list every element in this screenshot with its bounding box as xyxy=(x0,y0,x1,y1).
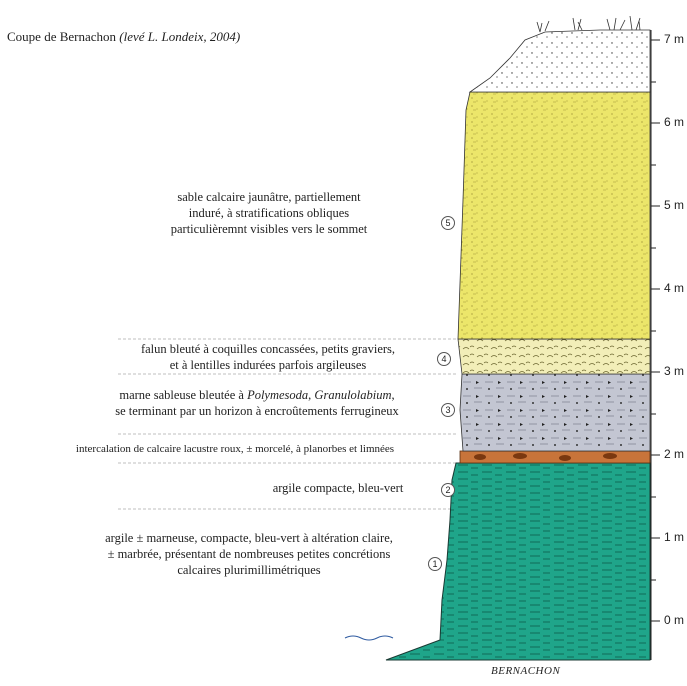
unit-4-number: 4 xyxy=(437,352,451,366)
unit-4-line: falun bleuté à coquilles concassées, pet… xyxy=(140,342,396,356)
unit-2-number: 2 xyxy=(441,483,455,497)
limestone-nodules xyxy=(474,453,617,461)
unit-5-line: sable calcaire jaunâtre, partiellement xyxy=(177,190,361,204)
unit-3-text: , xyxy=(391,388,395,402)
figure-caption: BERNACHON xyxy=(491,665,561,677)
layer-clay xyxy=(385,462,651,661)
unit-3-number: 3 xyxy=(441,403,455,417)
title-main: Coupe de Bernachon xyxy=(7,29,117,44)
scale-label-3: 3 m xyxy=(664,364,685,378)
unit-1-line: ± marbrée, présentant de nombreuses peti… xyxy=(107,547,391,561)
unit-2-line: argile compacte, bleu-vert xyxy=(272,481,404,495)
scale-label-1: 1 m xyxy=(664,530,685,544)
unit-3-text: marne sableuse bleutée à xyxy=(119,388,248,402)
layer-limestone xyxy=(459,450,651,464)
unit-3-line: se terminant par un horizon à encroûteme… xyxy=(115,404,399,418)
unit-5-number: 5 xyxy=(441,216,455,230)
scale-label-2: 2 m xyxy=(664,447,685,461)
unit-3-text: , xyxy=(308,388,315,402)
layer-marl xyxy=(459,373,651,452)
unit-5-line: particulièremnt visibles vers le sommet xyxy=(170,222,368,236)
unit-3-taxon: Granulolabium xyxy=(314,388,392,402)
intercalation-line: intercalation de calcaire lacustre roux,… xyxy=(75,443,395,455)
scale-ticks xyxy=(651,39,660,622)
scale-label-7: 7 m xyxy=(664,32,685,46)
layer-falun xyxy=(457,338,651,375)
vegetation-icon xyxy=(536,15,641,33)
scale-label-4: 4 m xyxy=(664,281,685,295)
unit-1-line: calcaires plurimillimétriques xyxy=(177,563,321,577)
scale-label-0: 0 m xyxy=(664,613,685,627)
unit-3-taxon: Polymesoda xyxy=(247,388,309,402)
intercalation-description: intercalation de calcaire lacustre roux,… xyxy=(40,441,430,457)
unit-1-description: argile ± marneuse, compacte, bleu-vert à… xyxy=(74,530,424,578)
water-line xyxy=(344,635,394,641)
unit-3-line: marne sableuse bleutée à Polymesoda, Gra… xyxy=(82,387,432,403)
figure-title: Coupe de Bernachon (levé L. Londeix, 200… xyxy=(7,29,240,45)
unit-5-description: sable calcaire jaunâtre, partiellement i… xyxy=(120,189,418,237)
unit-2-description: argile compacte, bleu-vert xyxy=(248,480,428,496)
layer-topsoil xyxy=(468,29,651,93)
unit-5-line: induré, à stratifications obliques xyxy=(188,206,350,220)
unit-4-line: et à lentilles indurées parfois argileus… xyxy=(169,358,367,372)
unit-3-description: marne sableuse bleutée à Polymesoda, Gra… xyxy=(82,387,432,419)
layer-separators xyxy=(118,338,458,510)
unit-4-description: falun bleuté à coquilles concassées, pet… xyxy=(108,341,428,373)
layer-sand xyxy=(457,91,651,340)
unit-1-line: argile ± marneuse, compacte, bleu-vert à… xyxy=(105,531,393,545)
unit-1-number: 1 xyxy=(428,557,442,571)
title-credit: (levé L. Londeix, 2004) xyxy=(119,29,241,44)
scale-label-6: 6 m xyxy=(664,115,685,129)
scale-label-5: 5 m xyxy=(664,198,685,212)
